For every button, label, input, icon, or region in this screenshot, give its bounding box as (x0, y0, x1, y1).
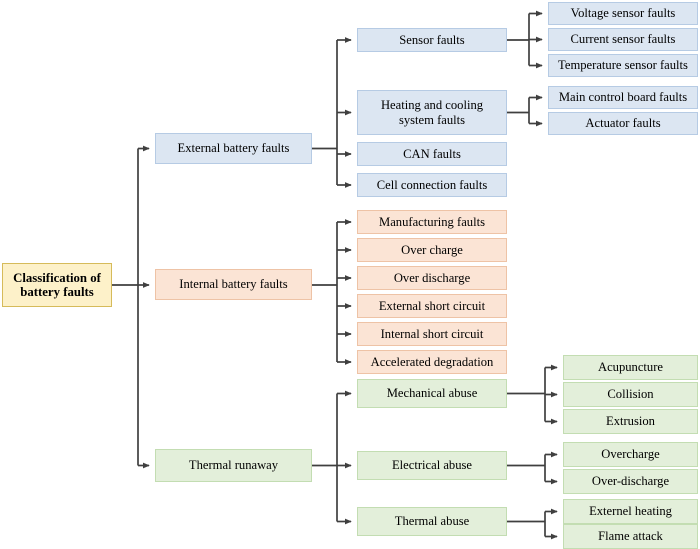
node-label: Over discharge (393, 270, 471, 285)
node-current-sensor-faults[interactable]: Current sensor faults (548, 28, 698, 51)
node-label: Collision (607, 387, 654, 402)
node-label: Flame attack (598, 529, 663, 544)
node-external-short-circuit[interactable]: External short circuit (357, 294, 507, 318)
node-acupuncture[interactable]: Acupuncture (563, 355, 698, 380)
node-label: Acupuncture (597, 360, 664, 375)
node-label: Thermal abuse (394, 514, 470, 529)
node-label: Thermal runaway (188, 458, 279, 473)
node-label: Internal battery faults (179, 277, 288, 292)
node-collision[interactable]: Collision (563, 382, 698, 407)
node-label: Electrical abuse (391, 458, 473, 473)
node-thermal-abuse[interactable]: Thermal abuse (357, 507, 507, 536)
node-label: Accelerated degradation (370, 354, 494, 369)
node-label: Over charge (401, 242, 463, 257)
node-heating-cooling-system-faults[interactable]: Heating and cooling system faults (357, 90, 507, 135)
node-label: Main control board faults (558, 90, 688, 105)
node-electrical-abuse[interactable]: Electrical abuse (357, 451, 507, 480)
node-internal-short-circuit[interactable]: Internal short circuit (357, 322, 507, 346)
node-flame-attack[interactable]: Flame attack (563, 524, 698, 549)
node-internal-battery-faults[interactable]: Internal battery faults (155, 269, 312, 300)
node-label: Current sensor faults (570, 32, 676, 47)
node-externel-heating[interactable]: Externel heating (563, 499, 698, 524)
node-over-charge[interactable]: Over charge (357, 238, 507, 262)
node-label: Mechanical abuse (386, 386, 478, 401)
node-mechanical-abuse[interactable]: Mechanical abuse (357, 379, 507, 408)
node-overcharge[interactable]: Overcharge (563, 442, 698, 467)
node-root-classification[interactable]: Classification of battery faults (2, 263, 112, 307)
node-thermal-runaway[interactable]: Thermal runaway (155, 449, 312, 482)
node-temperature-sensor-faults[interactable]: Temperature sensor faults (548, 54, 698, 77)
node-label: External short circuit (378, 298, 486, 313)
node-label: CAN faults (403, 146, 461, 161)
node-external-battery-faults[interactable]: External battery faults (155, 133, 312, 164)
node-label: Cell connection faults (376, 177, 488, 192)
node-over-discharge[interactable]: Over discharge (357, 266, 507, 290)
node-sensor-faults[interactable]: Sensor faults (357, 28, 507, 52)
node-label: Temperature sensor faults (558, 58, 688, 73)
node-label: Over-discharge (591, 474, 670, 489)
node-accelerated-degradation[interactable]: Accelerated degradation (357, 350, 507, 374)
node-label: Classification of battery faults (13, 270, 101, 299)
node-over-discharge-thermal[interactable]: Over-discharge (563, 469, 698, 494)
node-label: Heating and cooling system faults (380, 98, 484, 127)
node-main-control-board-faults[interactable]: Main control board faults (548, 86, 698, 109)
node-label: Extrusion (606, 414, 655, 429)
node-cell-connection-faults[interactable]: Cell connection faults (357, 173, 507, 197)
node-label: Manufacturing faults (379, 214, 485, 229)
node-label: External battery faults (177, 141, 290, 156)
node-label: Overcharge (601, 447, 660, 462)
node-manufacturing-faults[interactable]: Manufacturing faults (357, 210, 507, 234)
node-label: Internal short circuit (380, 326, 484, 341)
node-can-faults[interactable]: CAN faults (357, 142, 507, 166)
node-label: Externel heating (589, 504, 672, 519)
node-label: Actuator faults (585, 116, 661, 131)
node-label: Voltage sensor faults (570, 6, 676, 21)
node-extrusion[interactable]: Extrusion (563, 409, 698, 434)
node-voltage-sensor-faults[interactable]: Voltage sensor faults (548, 2, 698, 25)
node-actuator-faults[interactable]: Actuator faults (548, 112, 698, 135)
node-label: Sensor faults (399, 32, 465, 47)
